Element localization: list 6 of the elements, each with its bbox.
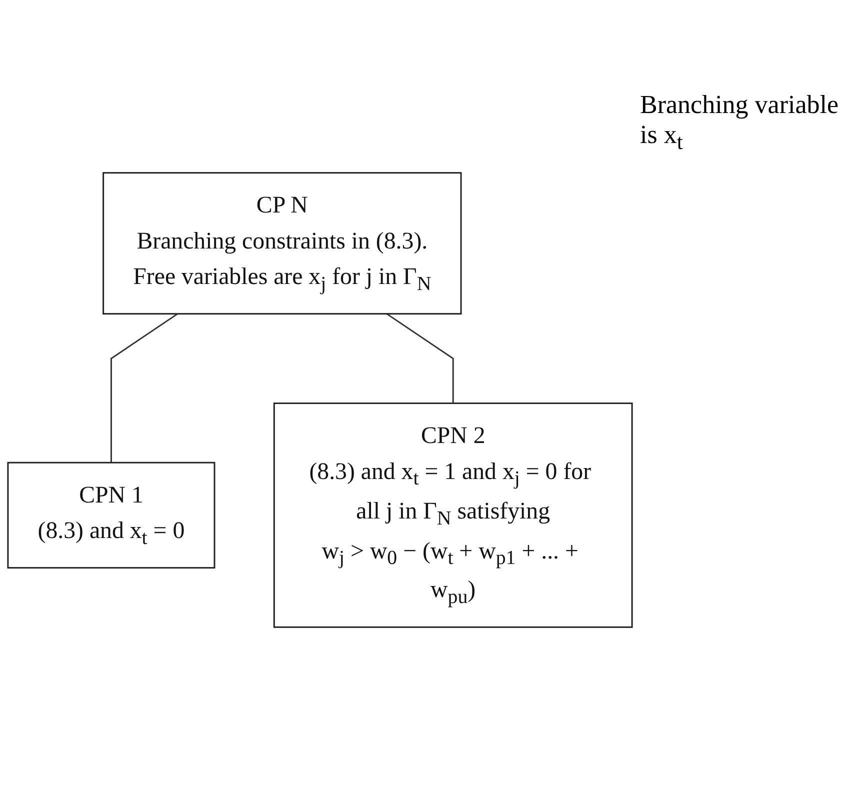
note-text: Branching variable is x$_{t}$ (640, 90, 840, 156)
connector (110, 313, 178, 463)
node-box: CP N Branching constraints in (8.3). Free variables are x$_{j}$ for j in Γ$_{N}$ (102, 172, 462, 315)
connector (386, 313, 454, 404)
node-box: CPN 1 (8.3) and x$_{t}$ = 0 (7, 462, 216, 569)
node-box: CPN 2 (8.3) and x$_{t}$ = 1 and x$_{j}$ = 0 for all j in Γ$_{N}$ satisfying w$_{j}$ > w$_{0}$ − (w$_{t}$ + w$_{p1}$ + ... + w$_{pu}$) (273, 402, 633, 628)
